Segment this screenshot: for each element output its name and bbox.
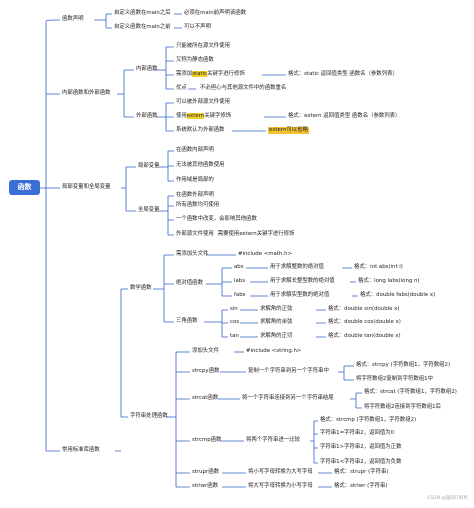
- node-strcpy-desc: 复制一个字符串到另一个字符串中: [248, 368, 329, 374]
- node-sin-name: sin: [230, 306, 238, 312]
- node-labs-name: labs: [234, 278, 246, 284]
- node-tan-name: tan: [230, 333, 239, 339]
- node-inner-format: 格式：static 返回值类型 函数名（参数列表）: [288, 71, 398, 77]
- node-outer-modifier: 使用extern关键字修饰: [176, 113, 231, 120]
- node-strcmp-result-2: 字符串1>字符串2，返回值为正数: [320, 444, 402, 450]
- global-item-4-b: 需要使用extern关键字进行修饰: [217, 231, 295, 237]
- extern-keyword: extern: [186, 113, 205, 119]
- node-string-header: 添加头文件: [192, 348, 219, 354]
- node-cos-desc: 求解角的余弦: [260, 319, 293, 325]
- modifier-post: 关键字进行修饰: [207, 71, 245, 77]
- node-decl-after: 自定义函数在main之后: [114, 10, 171, 16]
- node-math-include: #include <math.h>: [238, 251, 293, 257]
- node-local-item-3: 作用域是局部的: [176, 177, 214, 183]
- node-inner: 内部函数: [136, 66, 158, 72]
- global-item-4-a: 外部源文件使用: [176, 231, 214, 237]
- node-outer: 外部函数: [136, 113, 158, 119]
- node-strcpy: strcpy函数: [192, 368, 220, 374]
- node-decl-before-note: 可以不声明: [184, 24, 211, 30]
- node-outer-default-note: extern可以省略: [268, 127, 309, 134]
- node-decl: 函数声明: [62, 16, 84, 22]
- node-strcmp-fmt: 格式：strcmp (字符数组1，字符数组2): [320, 417, 417, 423]
- node-strcpy-fmt: 格式：strcpy (字符数组1，字符数组2): [356, 362, 451, 368]
- node-global-item-2: 所有函数均可使用: [176, 202, 220, 208]
- node-abs-fmt: 格式：int abs(int i): [354, 264, 403, 270]
- node-outer-format: 格式：extern 返回值类型 函数名（参数列表）: [288, 113, 401, 119]
- root-node: 函数: [9, 180, 40, 195]
- node-labs-desc: 用于求解长整型数的绝对值: [270, 278, 335, 284]
- node-inner-item-1: 只能被所在源文件使用: [176, 43, 230, 49]
- node-strlwr: strlwr函数: [192, 483, 219, 489]
- node-math-header: 需添加头文件: [176, 251, 209, 257]
- node-decl-before: 自定义函数在main之前: [114, 24, 171, 30]
- node-local-item-2: 无法被其他函数使用: [176, 162, 225, 168]
- node-global: 全局变量: [138, 207, 160, 213]
- node-strupr-fmt: 格式：strupr (字符串): [334, 469, 389, 475]
- node-strlwr-fmt: 格式：strlwr (字符串): [334, 483, 388, 489]
- node-math: 数学函数: [130, 285, 152, 291]
- node-stdlib: 常用标准库函数: [62, 447, 100, 453]
- node-global-item-3: 一个函数中改变，会影响其他函数: [176, 216, 257, 222]
- node-strcmp-result-1: 字符串1=字符串2，返回值为0: [320, 430, 395, 436]
- node-cos-fmt: 格式：double cos(double x): [328, 319, 401, 325]
- node-cos-name: cos: [230, 319, 240, 325]
- node-inner-advantage: 优点: [176, 85, 187, 91]
- node-scope: 局部变量和全局变量: [62, 184, 111, 190]
- node-strcpy-note: 将字符数组2复制到字符数组1中: [356, 376, 433, 382]
- node-abs-desc: 用于求解整数的绝对值: [270, 264, 324, 270]
- node-strcmp-result-3: 字符串1<字符串2，返回值为负数: [320, 459, 402, 465]
- node-sin-desc: 求解角的正弦: [260, 306, 293, 312]
- node-string: 字符串处理函数: [130, 413, 168, 419]
- watermark: CSDN @国际IT机构: [427, 496, 468, 501]
- node-strcat: strcat函数: [192, 395, 219, 401]
- node-global-item-4: 外部源文件使用需要使用extern关键字进行修饰: [176, 231, 294, 238]
- node-strcmp-desc: 将两个字符串进一比较: [246, 437, 300, 443]
- node-global-item-1: 在函数外部声明: [176, 192, 214, 198]
- node-strupr: strupr函数: [192, 469, 219, 475]
- modifier-pre: 需添加: [176, 71, 193, 77]
- node-outer-default: 系统默认为外部函数: [176, 127, 225, 133]
- node-local: 局部变量: [138, 163, 160, 169]
- node-fabs-name: fabs: [234, 292, 246, 298]
- node-strcat-note: 将字符数组2连接到字符数组1后: [364, 404, 441, 410]
- node-abs-group: 绝对值函数: [176, 280, 203, 286]
- node-strlwr-desc: 将大写字母转换为小写字母: [248, 483, 313, 489]
- static-keyword: static: [192, 71, 207, 77]
- modifier-post: 关键字修饰: [204, 113, 232, 119]
- node-strcmp: strcmp函数: [192, 437, 222, 443]
- node-local-item-1: 在函数内部声明: [176, 147, 214, 153]
- node-sin-fmt: 格式：double sin(double x): [328, 306, 400, 312]
- node-string-include: #include <string.h>: [246, 348, 302, 354]
- node-strupr-desc: 将小写字母转换为大写字母: [248, 469, 313, 475]
- node-strcat-fmt: 格式：strcat (字符数组1，字符数组2): [364, 389, 457, 395]
- node-tan-desc: 求解角的正切: [260, 333, 293, 339]
- node-inner-modifier: 需添加static关键字进行修饰: [176, 71, 245, 78]
- node-abs-name: abs: [234, 264, 244, 270]
- node-fabs-fmt: 格式：double fabs(double x): [360, 292, 436, 298]
- node-outer-item-1: 可以被外部源文件使用: [176, 99, 230, 105]
- modifier-pre: 使用: [176, 113, 187, 119]
- node-inner-advantage-note: 不必担心与其他源文件中的函数重名: [200, 85, 287, 91]
- node-inner-item-2: 又称为静态函数: [176, 57, 214, 63]
- node-tan-fmt: 格式：double tan(double x): [328, 333, 401, 339]
- node-inner-outer: 内部函数和外部函数: [62, 90, 111, 96]
- node-labs-fmt: 格式：long labs(long n): [358, 278, 420, 284]
- node-strcat-desc: 将一个字符串连接到另一个字符串结尾: [242, 395, 334, 401]
- node-fabs-desc: 用于求解实型数的绝对值: [270, 292, 330, 298]
- node-trig-group: 三角函数: [176, 318, 198, 324]
- node-decl-after-note: 必须在main前声明该函数: [184, 10, 246, 16]
